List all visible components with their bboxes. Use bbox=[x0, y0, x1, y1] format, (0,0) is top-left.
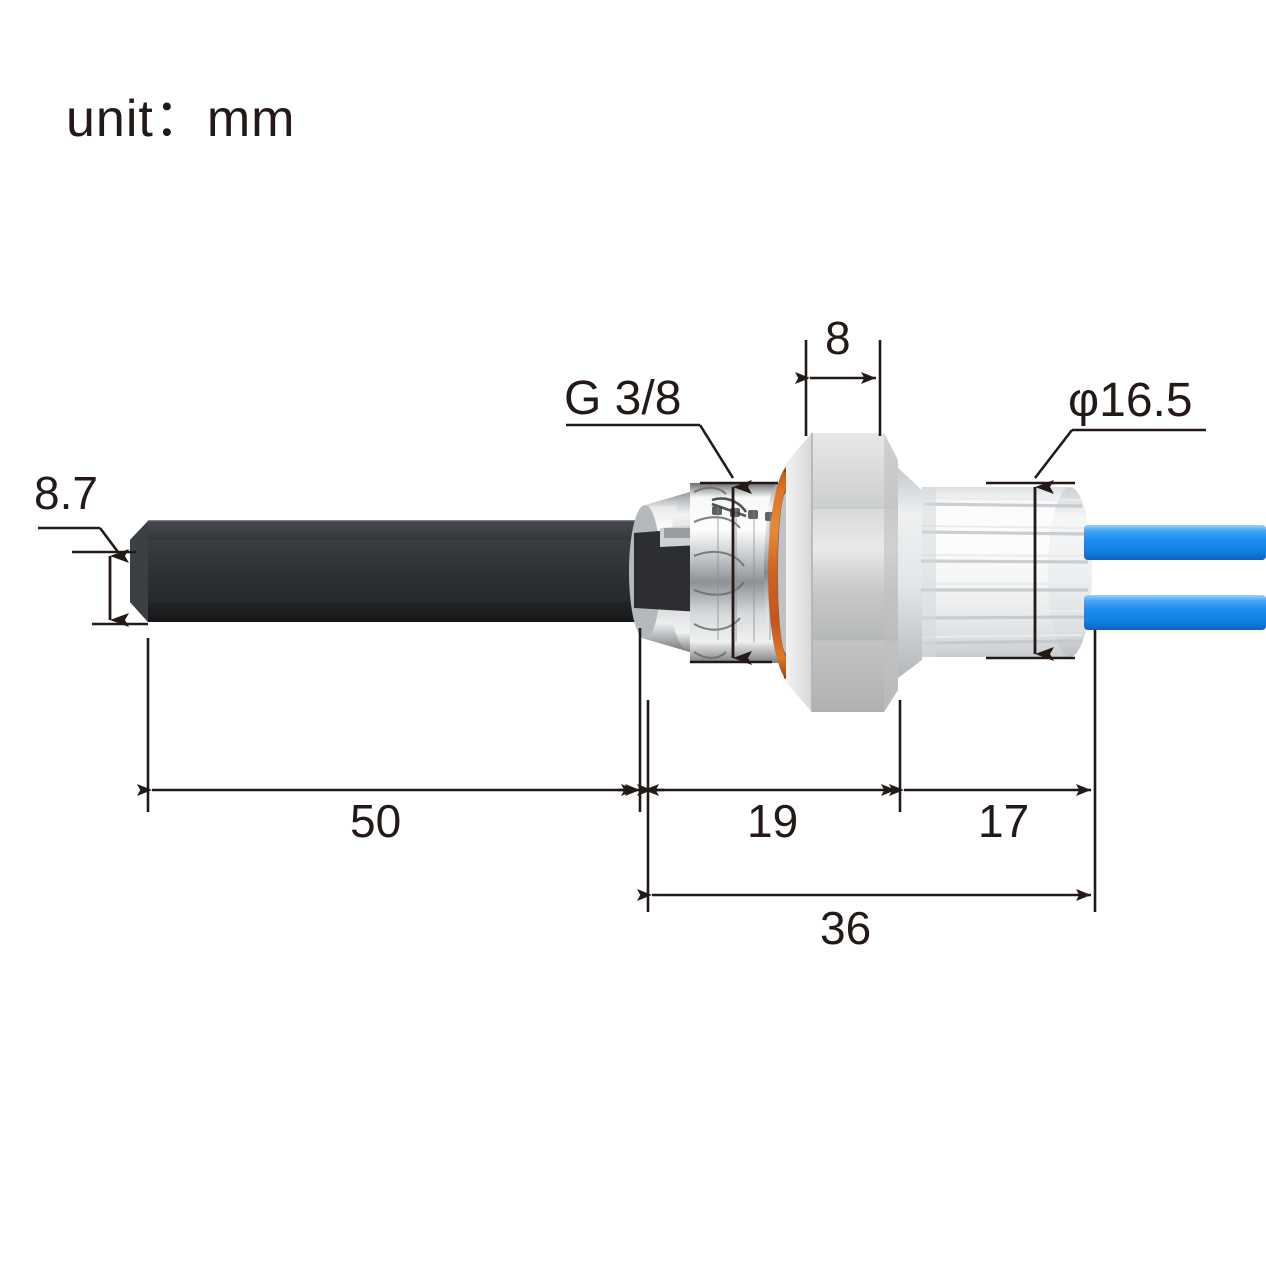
dimension-thickness-8_7 bbox=[38, 526, 148, 627]
dimension-hex-8 bbox=[795, 340, 882, 436]
dimension-label-19: 19 bbox=[747, 795, 799, 847]
knurled-cap bbox=[898, 468, 1092, 678]
dimension-label-36: 36 bbox=[820, 902, 872, 954]
wire-pair bbox=[1084, 525, 1266, 630]
unit-note: unit：mm bbox=[66, 90, 296, 148]
dimension-label-8_7: 8.7 bbox=[34, 467, 98, 519]
wire-lower bbox=[1084, 595, 1266, 630]
dimension-label-50: 50 bbox=[350, 795, 402, 847]
leader-thread-g38 bbox=[566, 423, 778, 665]
dimension-label-8: 8 bbox=[825, 312, 851, 364]
probe-bar bbox=[130, 520, 700, 622]
hex-nut-body bbox=[786, 433, 898, 712]
dimension-label-17: 17 bbox=[978, 795, 1030, 847]
leader-cap-diameter bbox=[986, 428, 1206, 661]
dimension-label-phi16-5: φ16.5 bbox=[1068, 374, 1193, 427]
wire-upper bbox=[1084, 525, 1266, 560]
dimension-chain-extension-lines bbox=[146, 628, 1097, 912]
dimension-label-g38: G 3/8 bbox=[564, 372, 682, 425]
